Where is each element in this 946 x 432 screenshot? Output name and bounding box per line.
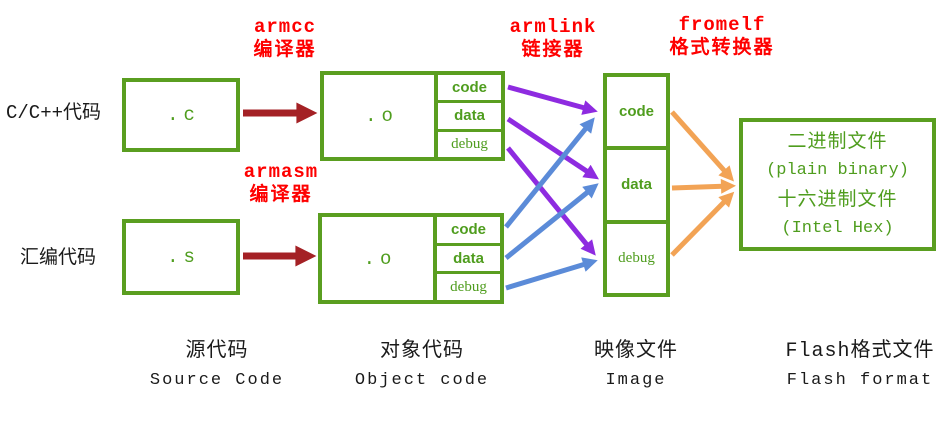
- arrow-link-top-data: [506, 116, 600, 180]
- c-source-label: C/C++代码: [6, 102, 102, 124]
- object-bottom-data: data: [437, 242, 500, 272]
- s-file-box: .s: [122, 219, 240, 295]
- image-code: code: [607, 77, 666, 147]
- armasm-name: armasm: [243, 161, 319, 183]
- c-file-label: .c: [167, 104, 200, 126]
- fromelf-label: fromelf 格式转换器: [642, 14, 802, 58]
- caption-source-code: 源代码 Source Code: [117, 340, 317, 390]
- object-file-box-bottom: .o code data debug: [318, 213, 504, 304]
- object-bottom-code: code: [437, 217, 500, 243]
- caption-flash-format-en: Flash format: [786, 371, 934, 390]
- caption-object-code-en: Object code: [354, 371, 490, 390]
- o-file-label-bottom: .o: [363, 247, 397, 270]
- image-file-box: code data debug: [603, 73, 670, 297]
- arrow-fromelf-data: [671, 178, 736, 194]
- arrow-link-bottom-debug: [505, 257, 598, 291]
- object-bottom-debug: debug: [437, 271, 500, 301]
- caption-object-code: 对象代码 Object code: [322, 340, 522, 390]
- caption-image: 映像文件 Image: [536, 340, 736, 390]
- image-data: data: [607, 146, 666, 220]
- asm-source-label: 汇编代码: [20, 247, 97, 269]
- caption-source-code-en: Source Code: [149, 371, 285, 390]
- caption-image-zh: 映像文件: [594, 340, 678, 363]
- armasm-desc: 编译器: [249, 184, 313, 205]
- armasm-label: armasm 编译器: [211, 161, 351, 205]
- caption-flash-format-zh: Flash格式文件: [785, 340, 935, 363]
- fromelf-name: fromelf: [678, 14, 766, 36]
- flash-output-box: 二进制文件 (plain binary) 十六进制文件 (Intel Hex): [739, 118, 936, 251]
- object-top-debug: debug: [438, 128, 501, 157]
- caption-image-en: Image: [605, 371, 667, 390]
- flash-line-binary-zh: 二进制文件: [787, 130, 888, 152]
- arrow-link-top-debug: [506, 146, 596, 256]
- object-file-top-main: .o: [324, 75, 438, 157]
- arrow-link-bottom-code: [504, 117, 595, 229]
- object-file-top-sections: code data debug: [438, 75, 501, 157]
- object-file-bottom-sections: code data debug: [437, 217, 500, 301]
- arrow-fromelf-code: [670, 110, 734, 182]
- object-top-data: data: [438, 100, 501, 129]
- object-file-bottom-main: .o: [322, 217, 437, 300]
- arrow-fromelf-debug: [670, 191, 735, 257]
- object-top-code: code: [438, 75, 501, 101]
- armlink-desc: 链接器: [521, 39, 585, 60]
- object-file-box-top: .o code data debug: [320, 71, 505, 161]
- armlink-name: armlink: [509, 16, 597, 38]
- image-debug: debug: [607, 219, 666, 293]
- armcc-name: armcc: [253, 16, 316, 38]
- arrow-link-top-code: [507, 84, 598, 115]
- flash-line-binary-en: (plain binary): [766, 160, 909, 180]
- caption-flash-format: Flash格式文件 Flash format: [735, 340, 946, 390]
- armcc-label: armcc 编译器: [215, 16, 355, 60]
- armlink-label: armlink 链接器: [483, 16, 623, 60]
- s-file-label: .s: [167, 246, 200, 268]
- fromelf-desc: 格式转换器: [669, 37, 775, 58]
- c-file-box: .c: [122, 78, 240, 152]
- caption-source-code-zh: 源代码: [185, 340, 249, 363]
- arrow-link-bottom-data: [504, 183, 599, 260]
- flash-line-hex-en: (Intel Hex): [781, 218, 894, 238]
- o-file-label-top: .o: [365, 105, 398, 127]
- armcc-desc: 编译器: [253, 39, 317, 60]
- flash-line-hex-zh: 十六进制文件: [777, 188, 898, 210]
- caption-object-code-zh: 对象代码: [380, 340, 464, 363]
